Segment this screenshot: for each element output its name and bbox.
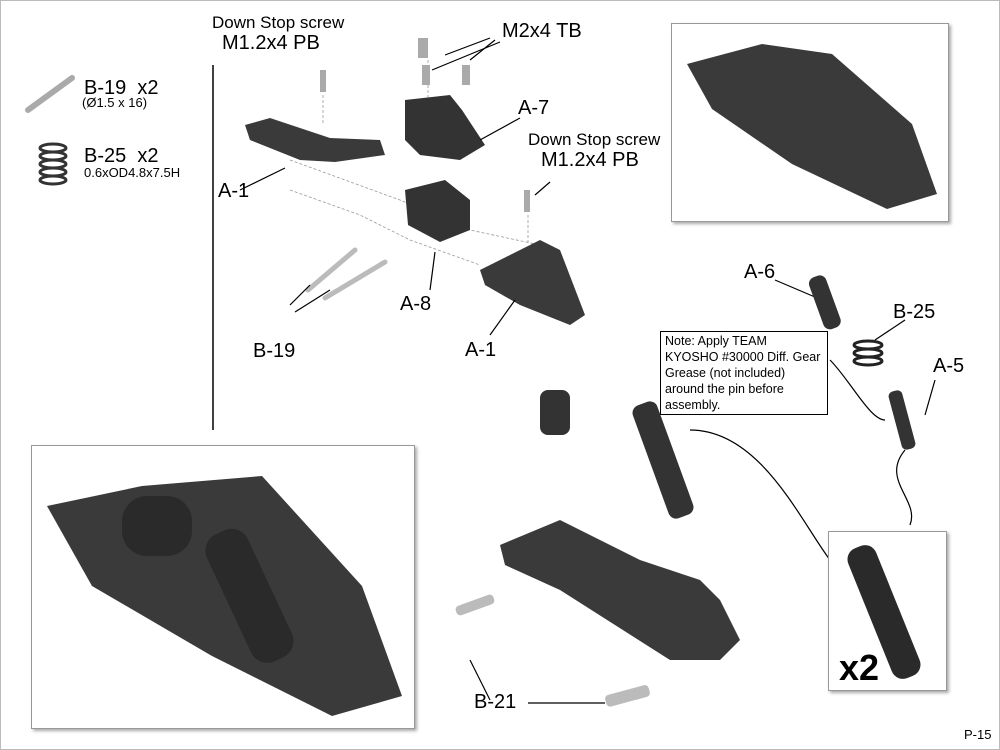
pin-icon [25,75,75,113]
down-stop-screw-title-2: Down Stop screw [528,130,661,149]
part-a6 [808,275,841,330]
down-stop-screw-spec-2: M1.2x4 PB [541,149,639,171]
part-a5 [888,390,916,450]
label-b21: B-21 [474,691,517,713]
m2x4-label: M2x4 TB [502,20,582,42]
label-a6: A-6 [744,261,776,283]
label-a8: A-8 [400,293,432,315]
label-a1-right: A-1 [465,339,497,361]
spring-icon [38,142,68,186]
shock-left [540,390,570,435]
label-b19: B-19 [253,340,296,362]
quantity-multiplier: x2 [839,647,880,688]
label-a5: A-5 [933,355,965,377]
screw-b21-upper [455,594,495,616]
down-stop-screw-title-1: Down Stop screw [212,13,345,32]
mount-a8 [405,180,470,242]
part-b25-id: B-25 x2 [84,145,159,167]
arm-a1-right [480,240,585,325]
page-number: P-15 [964,727,992,742]
part-b19-spec: (Ø1.5 x 16) [82,95,148,110]
part-b19-id: B-19 x2 [84,77,159,99]
photo-shock-x2: x2 [828,531,947,691]
arm-a1-left [245,118,385,162]
callout-arrows [239,37,936,704]
mount-a7 [405,95,485,160]
down-stop-screw-spec-1: M1.2x4 PB [222,32,320,54]
pins-b19 [305,247,388,301]
lower-assembly [500,520,740,660]
assembly-guides [289,60,541,266]
shock-right [632,401,694,519]
spring-b25 [852,339,884,367]
screws [320,38,530,212]
label-a1-left: A-1 [218,180,250,202]
label-b25: B-25 [893,301,936,323]
part-b25-spec: 0.6xOD4.8x7.5H [84,165,181,180]
photo-bottom-left [31,445,415,729]
label-a7: A-7 [518,97,550,119]
screw-b21-lower [605,685,650,707]
photo-top-right [671,23,949,222]
grease-note: Note: Apply TEAM KYOSHO #30000 Diff. Gea… [660,331,828,415]
